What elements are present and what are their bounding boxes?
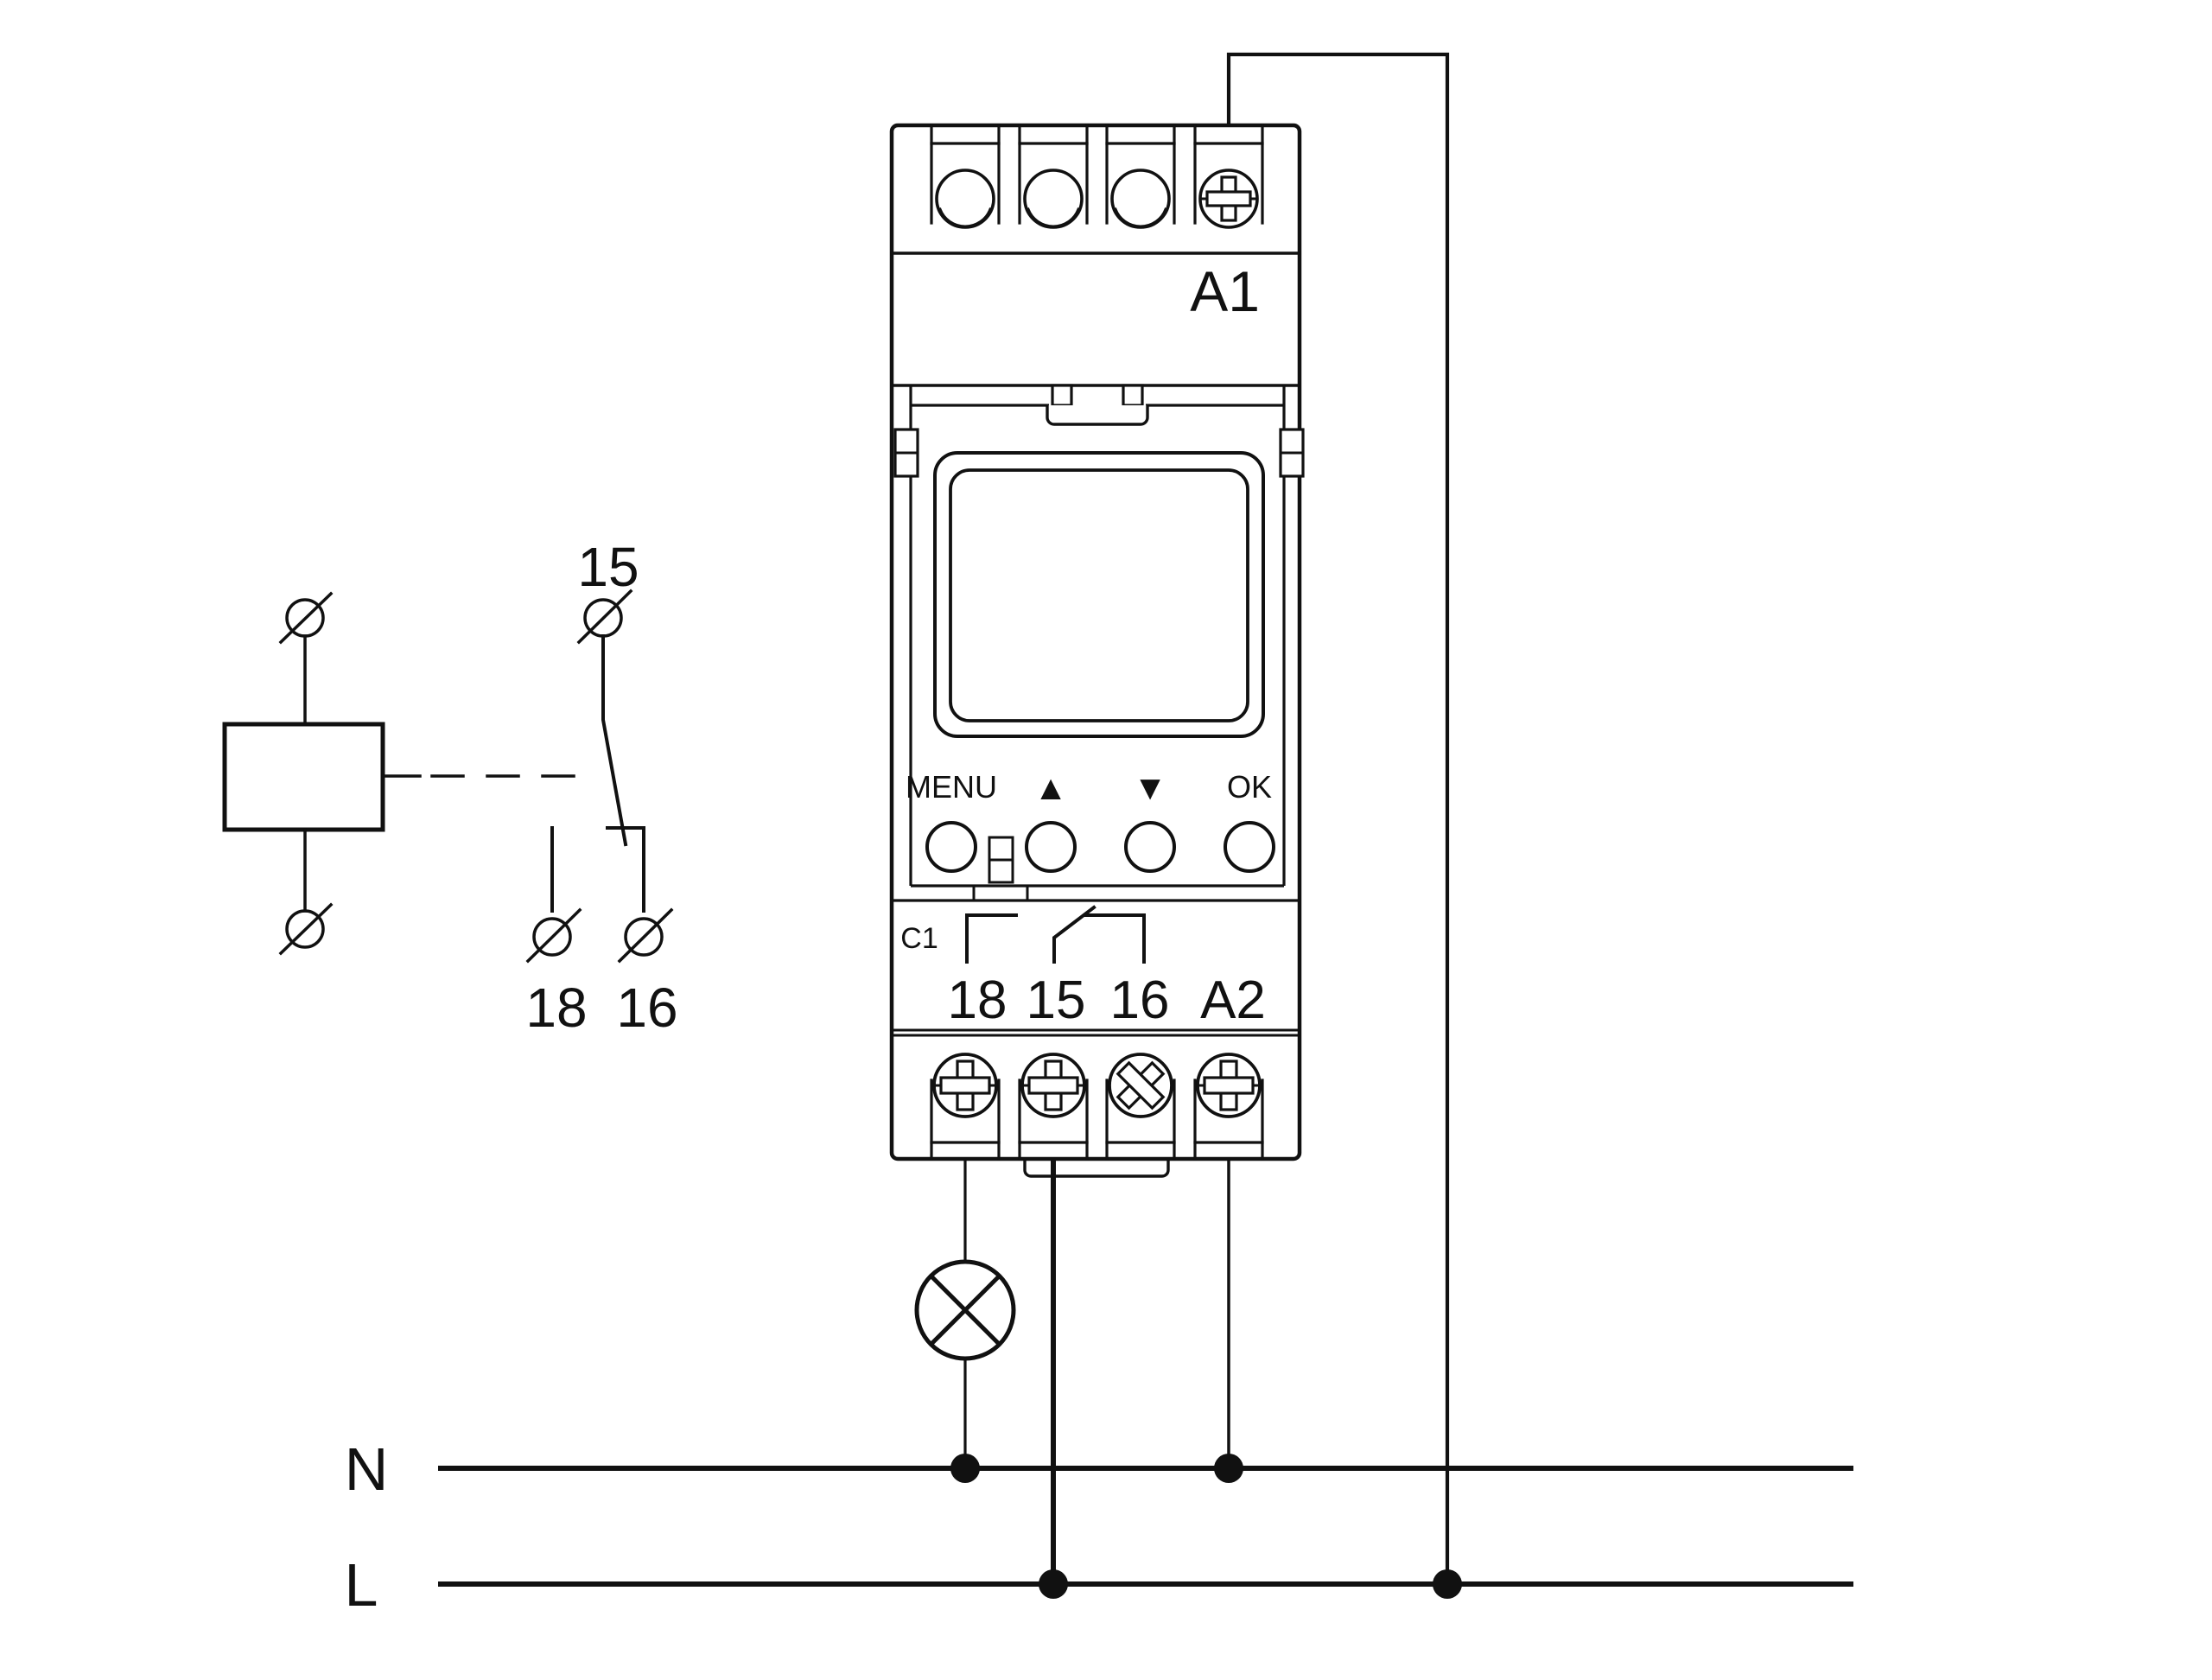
terminal-symbol-icon	[285, 909, 325, 949]
nc-contact-bracket	[1084, 913, 1146, 964]
junction-dot	[950, 1454, 980, 1483]
terminal-slash-icon	[576, 589, 633, 645]
power-rails: N L	[345, 1435, 1853, 1619]
no-terminal-label: 18	[525, 977, 587, 1039]
menu-button-label: MENU	[906, 769, 997, 805]
menu-button	[925, 821, 977, 873]
a1-feed-wire	[1226, 52, 1450, 1587]
wiring	[963, 52, 1450, 1587]
phillips-screw-icon	[932, 1053, 998, 1118]
top-terminal-block	[890, 124, 1301, 255]
front-face-top	[892, 384, 1300, 426]
terminal-labels-row: 18 15 16 A2	[948, 970, 1266, 1030]
lcd-screen	[949, 468, 1249, 722]
front-panel-frame	[893, 405, 1305, 900]
terminal-label-18: 18	[948, 970, 1007, 1030]
terminal-well-icon	[1110, 169, 1171, 229]
line-label: L	[345, 1551, 378, 1619]
terminal-label-15: 15	[1027, 970, 1086, 1030]
down-arrow-icon: ▼	[1133, 769, 1167, 807]
junction-dot	[1433, 1569, 1462, 1599]
device-contact-schematic: C1	[900, 905, 1146, 964]
nc-contact-bracket	[606, 826, 645, 913]
side-clip-icon	[1279, 428, 1305, 478]
cross-screw-icon	[1108, 1053, 1173, 1118]
lamp-icon	[914, 1259, 1016, 1361]
nc-terminal-label: 16	[616, 977, 677, 1039]
phillips-screw-icon	[1198, 169, 1259, 229]
terminal-slash-icon	[278, 591, 334, 645]
coil-terminal-bottom	[278, 902, 334, 956]
no-contact-bracket	[965, 913, 1018, 964]
terminal-slash-icon	[525, 907, 582, 964]
din-clip	[1023, 1159, 1170, 1178]
neutral-label: N	[345, 1435, 389, 1503]
panel-latch-icon	[1046, 384, 1149, 426]
up-button	[1025, 821, 1077, 873]
terminal-label-a2: A2	[1200, 970, 1266, 1030]
timer-device: A1	[889, 123, 1305, 1178]
contact-mover	[1052, 905, 1096, 964]
junction-dot	[1214, 1454, 1243, 1483]
side-clip-icon	[893, 428, 919, 478]
no-terminal-symbol	[525, 907, 582, 964]
com-terminal-label: 15	[577, 536, 639, 598]
contact-mover	[601, 634, 628, 847]
junction-dot	[1039, 1569, 1068, 1599]
button-row: MENU ▲ ▼ OK	[906, 769, 1275, 884]
a1-terminal-label: A1	[1190, 259, 1260, 323]
phillips-screw-icon	[1196, 1053, 1262, 1118]
terminal-slash-icon	[617, 907, 674, 964]
phillips-screw-icon	[1020, 1053, 1086, 1118]
terminal-well-icon	[935, 169, 995, 229]
terminal-well-icon	[1023, 169, 1084, 229]
lcd-display	[933, 451, 1265, 738]
terminal-symbol-icon	[624, 917, 664, 957]
slide-switch-icon	[988, 836, 1014, 884]
relay-coil	[222, 722, 385, 832]
terminal-slash-icon	[278, 902, 334, 956]
nc-terminal-symbol	[617, 907, 674, 964]
external-contact-schematic: 15 18 16	[222, 536, 678, 1039]
ok-button-label: OK	[1227, 769, 1272, 805]
terminal-symbol-icon	[532, 917, 572, 957]
bottom-terminal-block	[930, 1053, 1264, 1161]
contact-group-label: C1	[900, 922, 938, 955]
up-arrow-icon: ▲	[1033, 769, 1068, 807]
ok-button	[1224, 821, 1275, 873]
terminal-label-16: 16	[1110, 970, 1170, 1030]
down-button	[1124, 821, 1176, 873]
